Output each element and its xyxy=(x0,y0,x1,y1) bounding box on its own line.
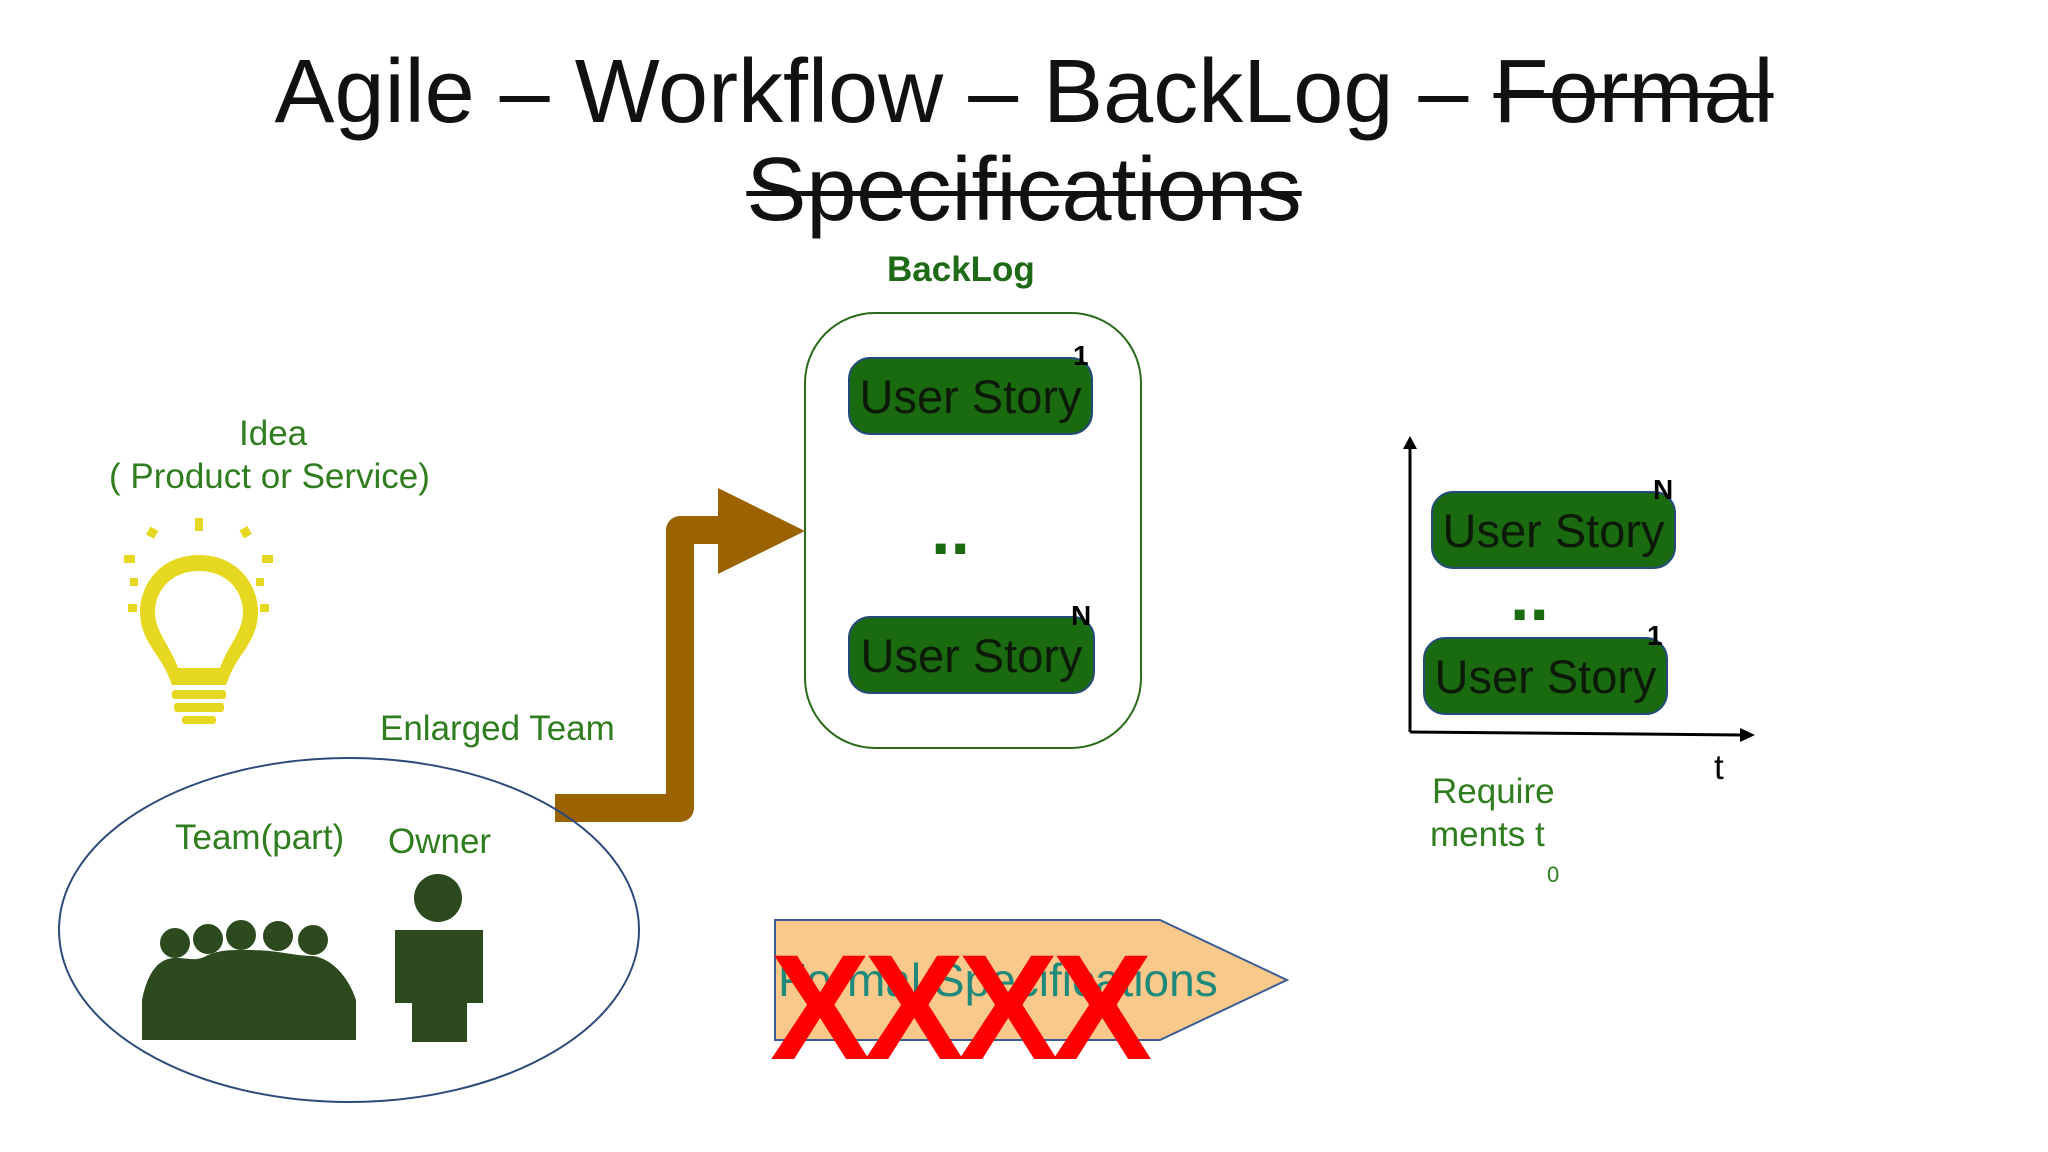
idea-sublabel: ( Product or Service) xyxy=(109,457,430,496)
owner-icon xyxy=(395,874,483,1042)
backlog-heading: BackLog xyxy=(887,250,1035,289)
page-title-line2: Specifications xyxy=(0,142,2048,238)
requirements-subscript: 0 xyxy=(1547,862,1560,887)
team-group-icon xyxy=(142,920,356,1040)
backlog-dots: .. xyxy=(931,491,970,569)
timeline-dots: .. xyxy=(1510,557,1549,635)
red-cross-marks: XXXX xyxy=(770,923,1152,1091)
flow-arrow-head xyxy=(718,488,805,574)
team-part-label: Team(part) xyxy=(175,818,345,857)
formal-specifications-text: Formal Specifications xyxy=(778,954,1218,1006)
backlog-story-bottom: User Story xyxy=(848,616,1095,694)
backlog-story-top-index: 1 xyxy=(1073,340,1089,371)
formal-specifications-shape xyxy=(774,919,1290,1041)
enlarged-team-label: Enlarged Team xyxy=(380,709,615,748)
timeline-story-bottom: User Story xyxy=(1423,637,1668,715)
title-struck-formal: Formal xyxy=(1493,42,1774,142)
time-axis xyxy=(1403,436,1755,742)
backlog-story-top: User Story xyxy=(848,357,1093,435)
idea-label: Idea xyxy=(239,414,308,453)
owner-label: Owner xyxy=(388,822,492,861)
timeline-story-top: User Story xyxy=(1431,491,1676,569)
requirements-label-line1: Require xyxy=(1432,772,1555,811)
backlog-story-bottom-index: N xyxy=(1071,600,1092,631)
team-ellipse xyxy=(58,757,640,1103)
backlog-container xyxy=(804,312,1142,749)
page-title: Agile – Workflow – BackLog – Formal xyxy=(0,44,2048,140)
timeline-story-top-index: N xyxy=(1653,474,1674,505)
lightbulb-icon xyxy=(124,518,273,724)
requirements-label-line2: ments t xyxy=(1430,815,1545,854)
flow-arrow-shaft xyxy=(555,516,725,822)
time-axis-label: t xyxy=(1714,748,1724,787)
timeline-story-bottom-index: 1 xyxy=(1647,620,1663,651)
title-struck-specifications: Specifications xyxy=(746,140,1302,240)
title-plain: Agile – Workflow – BackLog – xyxy=(274,42,1494,142)
